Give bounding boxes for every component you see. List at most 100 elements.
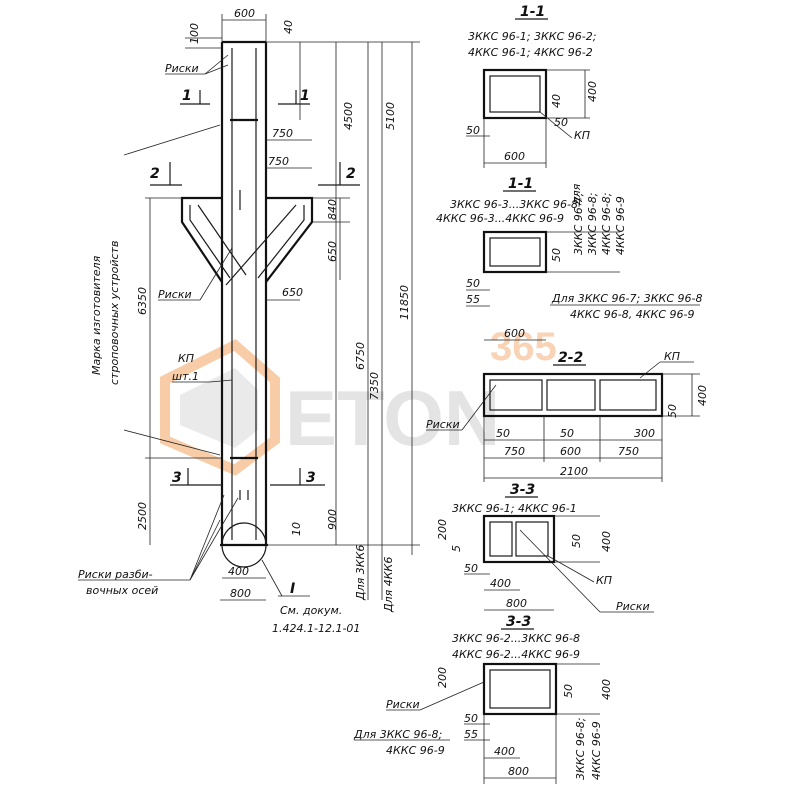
console-diag-1 [197,204,247,276]
sec2-dim-400: 400 [696,385,709,406]
sec1a-rect [482,68,548,120]
label-risks-axes-1: Риски разби- [78,568,153,581]
sec1b-v4: 4ККС 96-9 [614,196,627,255]
sec1b-dim-55: 55 [466,293,480,306]
sec3b-dim-400v: 400 [600,679,613,700]
ref-doc-1: См. докум. [280,604,342,617]
section-1-1-a: 1-1 3ККС 96-1; 3ККС 96-2; 4ККС 96-1; 4КК… [466,4,599,168]
sec3a-risks: Риски [616,600,650,613]
watermark: ETON 365 [160,325,557,476]
sec1b-note2: 4ККС 96-8, 4ККС 96-9 [570,308,695,321]
dim-750b: 750 [268,155,289,168]
sec1-mark-right: 1 [300,88,310,104]
sec2-risks: Риски [426,418,460,431]
sec3a-dim-5: 5 [450,545,463,552]
sec1b-dim-50b: 50 [550,248,563,262]
dim-900: 900 [326,509,339,530]
dim-800: 800 [230,587,251,600]
note-sling-devices: строповочных устройств [108,241,121,385]
sec1a-dim-400: 400 [586,81,599,102]
console-left [180,196,223,283]
sec1a-rebar [489,75,541,113]
section-2-2: 2-2 КП 400 50 Риски 50 50 300 750 600 75… [426,350,709,482]
sec1b-v3: 4ККС 96-8; [600,193,613,255]
sec1b-v1: 3ККС 96-7; [572,193,585,255]
label-kp: КП [178,352,194,365]
sec3a-dim-400: 400 [490,577,511,590]
sec3b-dim-50: 50 [464,712,478,725]
sec3b-dim-55: 55 [464,728,478,741]
sec3b-note2: 4ККС 96-9 [386,744,445,757]
sec1a-dim-40: 40 [550,94,563,108]
sec3-mark-right: 3 [306,470,316,486]
sec3b-dim-50v: 50 [562,684,575,698]
sec2-rect [482,372,664,418]
sec2-kp: КП [664,350,680,363]
sec1b-v2: 3ККС 96-8; [586,193,599,255]
sec1b-title: 1-1 [508,176,533,192]
section-1-1-b: 1-1 3ККС 96-3...3ККС 96-8 4ККС 96-3...4К… [436,176,702,341]
dim-top-40: 40 [282,20,295,34]
sec1a-line1: 3ККС 96-1; 3ККС 96-2; [468,30,596,43]
dim-650a: 650 [326,241,339,262]
note-mark-maker: Марка изготовителя [90,255,103,375]
dim-top-100: 100 [188,23,201,44]
sec3a-cell-2 [515,521,549,557]
dim-840: 840 [326,199,339,220]
sec2-dim-50b: 50 [560,427,574,440]
sec2-cell-3 [599,379,657,411]
sec2-dim-600: 600 [560,445,581,458]
console-rebar-left [189,205,231,279]
sec3b-note1: Для 3ККС 96-8; [353,728,442,741]
sec3b-title: 3-3 [506,614,531,630]
sec1b-rebar [489,237,541,267]
sec1b-note1: Для 3ККС 96-7; 3ККС 96-8 [551,292,702,305]
sec2-dim-50: 50 [496,427,510,440]
dim-10: 10 [290,522,303,536]
ref-doc-2: 1.424.1-12.1-01 [272,622,360,635]
sec3-mark-left: 3 [172,470,182,486]
sec2-mark-right: 2 [346,166,356,182]
sec1-mark-left: 1 [182,88,192,104]
sec2-dim-2100: 2100 [560,465,588,478]
label-risks-mid: Риски [158,288,192,301]
dim-650b: 650 [282,286,303,299]
dim-5100: 5100 [384,102,397,130]
console-diag-2 [225,204,297,286]
sec1a-kp: КП [574,129,590,142]
sec1b-v-for: для [570,183,583,206]
sec3a-dim-800: 800 [506,597,527,610]
sec1b-line2: 4ККС 96-3...4ККС 96-9 [436,212,564,225]
sec3a-dim-400b: 400 [600,531,613,552]
dim-4500: 4500 [342,102,355,130]
sec3a-title: 3-3 [510,482,535,498]
sec3a-dim-200: 200 [436,519,449,540]
sec2-dim-750: 750 [504,445,525,458]
sec3b-dim-800: 800 [508,765,529,778]
dim-6750: 6750 [354,342,367,370]
sec3a-dim-50: 50 [464,562,478,575]
dim-2500: 2500 [136,502,149,530]
section-3-3-b: 3-3 3ККС 96-2...3ККС 96-8 4ККС 96-2...4К… [353,614,613,784]
node-I-label: I [290,581,295,597]
dim-400: 400 [228,565,249,578]
dim-11850: 11850 [398,285,411,320]
sec3b-rebar [489,669,551,709]
sec3a-rect [482,514,556,564]
console-rebar-right [257,205,305,279]
section-3-3-a: 3-3 3ККС 96-1; 4ККС 96-1 200 5 50 400 80… [436,482,654,613]
sec1a-dim-600: 600 [504,150,525,163]
sec1a-dim-50b: 50 [554,116,568,129]
label-for-4kks: Для 4КК6 [382,557,395,613]
sec3b-dim-400: 400 [494,745,515,758]
dim-6350: 6350 [136,287,149,315]
dim-7350: 7350 [368,372,381,400]
sec3b-vnote1: 3ККС 96-8; [574,718,587,780]
dim-top-width: 600 [234,7,255,20]
sec1b-rect [482,230,548,274]
sec2-mark-left: 2 [150,166,160,182]
sec3a-dim-50b: 50 [570,534,583,548]
sec1b-dim-600: 600 [504,327,525,340]
label-risks-axes-2: вочных осей [86,584,158,597]
